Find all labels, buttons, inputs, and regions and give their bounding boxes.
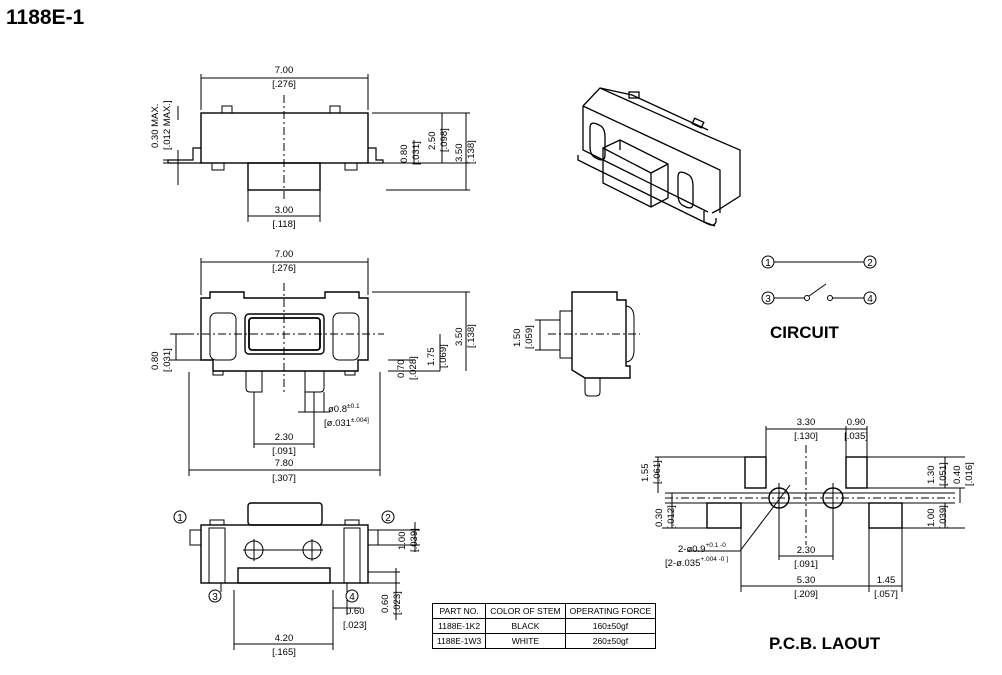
- dim-pcb-pitch: 2.30: [797, 545, 816, 556]
- dim-pcb-a-in: [.130]: [794, 431, 818, 442]
- dim-pcb-f-in: [.012]: [666, 505, 677, 529]
- dim-side-h: 1.50: [512, 329, 523, 348]
- dim-top-b-in: [.069]: [438, 344, 449, 368]
- dim-front-h1-in: [.031]: [411, 141, 422, 165]
- dim-top-c-in: [.138]: [466, 324, 477, 348]
- bottom-pin-3: 3: [212, 592, 218, 603]
- dim-top-a-in: [.028]: [408, 356, 419, 380]
- dim-pcb-d: 1.30: [926, 466, 937, 485]
- dim-top-overall: 7.80: [275, 458, 294, 469]
- table-header-cell: COLOR OF STEM: [485, 603, 566, 619]
- dim-pcb-hole: 2-ø0.9+0.1 -0: [678, 542, 726, 555]
- dim-front-h1: 0.80: [399, 145, 410, 164]
- bottom-pin-1: 1: [177, 513, 183, 524]
- dim-bottom-a: 1.00: [397, 532, 408, 551]
- bottom-view: [189, 502, 420, 650]
- dim-top-b: 1.75: [426, 348, 437, 367]
- dim-front-stem-in: [.118]: [272, 219, 295, 230]
- dim-pcb-g: 1.00: [926, 509, 937, 528]
- circuit-pin-2: 2: [867, 258, 873, 269]
- dim-top-pitch-in: [.091]: [272, 446, 296, 457]
- dim-top-pitch: 2.30: [275, 432, 294, 443]
- dim-top-dia: ø0.8±0.1: [328, 403, 360, 415]
- dim-pcb-d-in: [.051]: [938, 462, 949, 486]
- dim-pcb-a: 3.30: [797, 417, 816, 428]
- dim-pcb-c: 1.55: [640, 464, 651, 483]
- table-row: 1188E-1W3 WHITE 260±50gf: [431, 633, 657, 649]
- dim-top-width: 7.00: [275, 249, 294, 260]
- dim-front-h3: 3.50: [454, 144, 465, 163]
- table-cell: WHITE: [485, 633, 566, 649]
- top-view: [170, 258, 470, 476]
- table-cell: 260±50gf: [564, 633, 657, 649]
- page-title: 1188E-1: [6, 6, 85, 29]
- dim-pcb-g-in: [.039]: [938, 505, 949, 529]
- dim-bottom-c: 0.60: [380, 595, 391, 614]
- dim-bottom-w: 4.20: [275, 633, 294, 644]
- dim-front-width: 7.00: [275, 65, 294, 76]
- dim-front-width-in: [.276]: [272, 79, 296, 90]
- dim-bottom-b-in: [.023]: [343, 620, 367, 631]
- dim-bottom-w-in: [.165]: [272, 647, 296, 658]
- dim-top-h-left: 0.80: [150, 352, 161, 371]
- dim-top-a: 0.70: [396, 360, 407, 379]
- dim-front-h2: 2.50: [427, 132, 438, 151]
- circuit-pin-1: 1: [765, 258, 771, 269]
- dim-top-c: 3.50: [454, 328, 465, 347]
- dim-pcb-hole-in: [2-ø.035+.004 -0 ]: [665, 556, 728, 569]
- dim-pcb-b: 0.90: [847, 417, 866, 428]
- dim-bottom-a-in: [.039]: [409, 528, 420, 552]
- dim-pcb-c-in: [.061]: [652, 460, 663, 484]
- table-cell: 1188E-1K2: [431, 618, 487, 634]
- dim-pcb-pad: 1.45: [877, 575, 896, 586]
- dim-front-maxh: 0.30 MAX.: [150, 104, 161, 148]
- pcb-layout: [655, 426, 965, 592]
- dim-front-h3-in: [.138]: [466, 140, 477, 164]
- dim-pcb-span: 5.30: [797, 575, 816, 586]
- bottom-pin-2: 2: [385, 513, 391, 524]
- dim-pcb-pitch-in: [.091]: [794, 559, 818, 570]
- side-view: [535, 291, 640, 397]
- table-row: 1188E-1K2 BLACK 160±50gf: [431, 618, 657, 634]
- dim-top-overall-in: [.307]: [272, 473, 296, 484]
- dim-bottom-b: 0.60: [346, 606, 365, 617]
- circuit-diagram: [761, 255, 877, 305]
- circuit-pin-4: 4: [867, 294, 873, 305]
- parts-table: PART NO. COLOR OF STEM OPERATING FORCE 1…: [431, 603, 657, 649]
- dim-top-h-left-in: [.031]: [162, 348, 173, 372]
- dim-front-h2-in: [.098]: [439, 128, 450, 152]
- dim-pcb-f: 0.30: [654, 509, 665, 528]
- dim-pcb-span-in: [.209]: [794, 589, 818, 600]
- dim-pcb-e: 0.40: [952, 466, 963, 485]
- table-header-cell: PART NO.: [431, 603, 487, 619]
- dim-front-maxh-in: [.012 MAX.]: [162, 100, 173, 150]
- dim-pcb-e-in: [.016]: [964, 462, 975, 486]
- table-header-cell: OPERATING FORCE: [564, 603, 657, 619]
- circuit-pin-3: 3: [765, 294, 771, 305]
- dim-pcb-pad-in: [.057]: [874, 589, 898, 600]
- dim-top-width-in: [.276]: [272, 263, 296, 274]
- front-view: [163, 74, 470, 222]
- dim-top-dia-in: [ø.031±.004]: [324, 417, 369, 429]
- pcb-layout-label: P.C.B. LAOUT: [769, 634, 881, 653]
- table-cell: BLACK: [485, 618, 566, 634]
- table-header-row: PART NO. COLOR OF STEM OPERATING FORCE: [431, 603, 657, 619]
- dim-front-stem: 3.00: [275, 205, 294, 216]
- isometric-view: [577, 87, 741, 227]
- dim-side-h-in: [.059]: [524, 325, 535, 349]
- dim-pcb-b-in: [.035]: [844, 431, 868, 442]
- circuit-label: CIRCUIT: [770, 323, 839, 342]
- bottom-pin-4: 4: [349, 592, 355, 603]
- table-cell: 1188E-1W3: [431, 633, 487, 649]
- dim-bottom-c-in: [.023]: [392, 591, 403, 615]
- table-cell: 160±50gf: [564, 618, 657, 634]
